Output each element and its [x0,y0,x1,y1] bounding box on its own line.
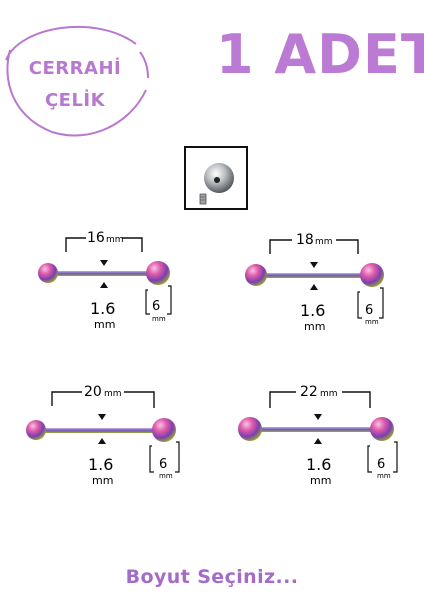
barbell-shaft [260,273,372,278]
ball-size-value: 6 [377,457,385,472]
threaded-post-icon [199,193,207,205]
gauge-value: 1.6 [300,301,325,320]
length-unit: mm [320,389,338,399]
ball-size-value: 6 [159,457,167,472]
arrow-up-icon [98,438,106,444]
select-size-prompt: Boyut Seçiniz... [125,566,299,588]
arrow-down-icon [100,260,108,266]
arrow-down-icon [310,262,318,268]
gauge-value: 1.6 [90,299,115,318]
product-thumbnail [184,146,248,210]
quantity-headline: 1 ADET [216,23,424,86]
left-ball-icon [245,264,267,286]
badge-ring-icon [5,25,149,137]
ball-size-unit: mm [159,472,173,480]
left-ball-icon [26,420,46,440]
length-value: 20 [84,384,102,400]
barbell-option-16mm[interactable]: 16 mm 1.6 mm 6 mm [30,228,180,338]
length-value: 22 [300,384,318,400]
ball-size-unit: mm [365,318,379,326]
ball-size-unit: mm [377,472,391,480]
length-value: 16 [87,230,105,246]
surgical-steel-badge: CERRAHİ ÇELİK [0,20,150,138]
gauge-unit: mm [310,474,331,487]
barbell-shaft [52,271,160,276]
arrow-down-icon [98,414,106,420]
arrow-up-icon [100,282,108,288]
arrow-up-icon [310,284,318,290]
length-value: 18 [296,232,314,248]
right-ball-icon [360,263,384,287]
barbell-option-18mm[interactable]: 18 mm 1.6 mm 6 mm [234,230,384,340]
barbell-diagram: 20 mm 1.6 mm 6 mm [26,384,180,487]
length-unit: mm [315,237,333,247]
gauge-unit: mm [94,318,115,331]
length-unit: mm [106,235,124,245]
left-ball-icon [38,263,58,283]
barbell-diagram: 16 mm 1.6 mm 6 mm [38,230,172,331]
badge-line-2: ÇELİK [44,90,106,111]
barbell-shaft [40,428,164,433]
badge-line-1: CERRAHİ [28,58,122,79]
right-ball-icon [152,418,176,442]
left-ball-icon [238,417,262,441]
length-unit: mm [104,389,122,399]
barbell-option-22mm[interactable]: 22 mm 1.6 mm 6 mm [234,380,409,492]
barbell-option-20mm[interactable]: 20 mm 1.6 mm 6 mm [20,382,190,494]
ball-size-value: 6 [152,299,160,314]
arrow-up-icon [314,438,322,444]
right-ball-icon [146,261,170,285]
barbell-diagram: 18 mm 1.6 mm 6 mm [245,232,384,333]
right-ball-icon [370,417,394,441]
arrow-down-icon [314,414,322,420]
gauge-value: 1.6 [306,455,331,474]
barbell-diagram: 22 mm 1.6 mm 6 mm [238,384,398,487]
ball-size-value: 6 [365,303,373,318]
ball-size-unit: mm [152,315,166,323]
gauge-unit: mm [304,320,325,333]
gauge-unit: mm [92,474,113,487]
gauge-value: 1.6 [88,455,113,474]
barbell-shaft [254,427,384,432]
